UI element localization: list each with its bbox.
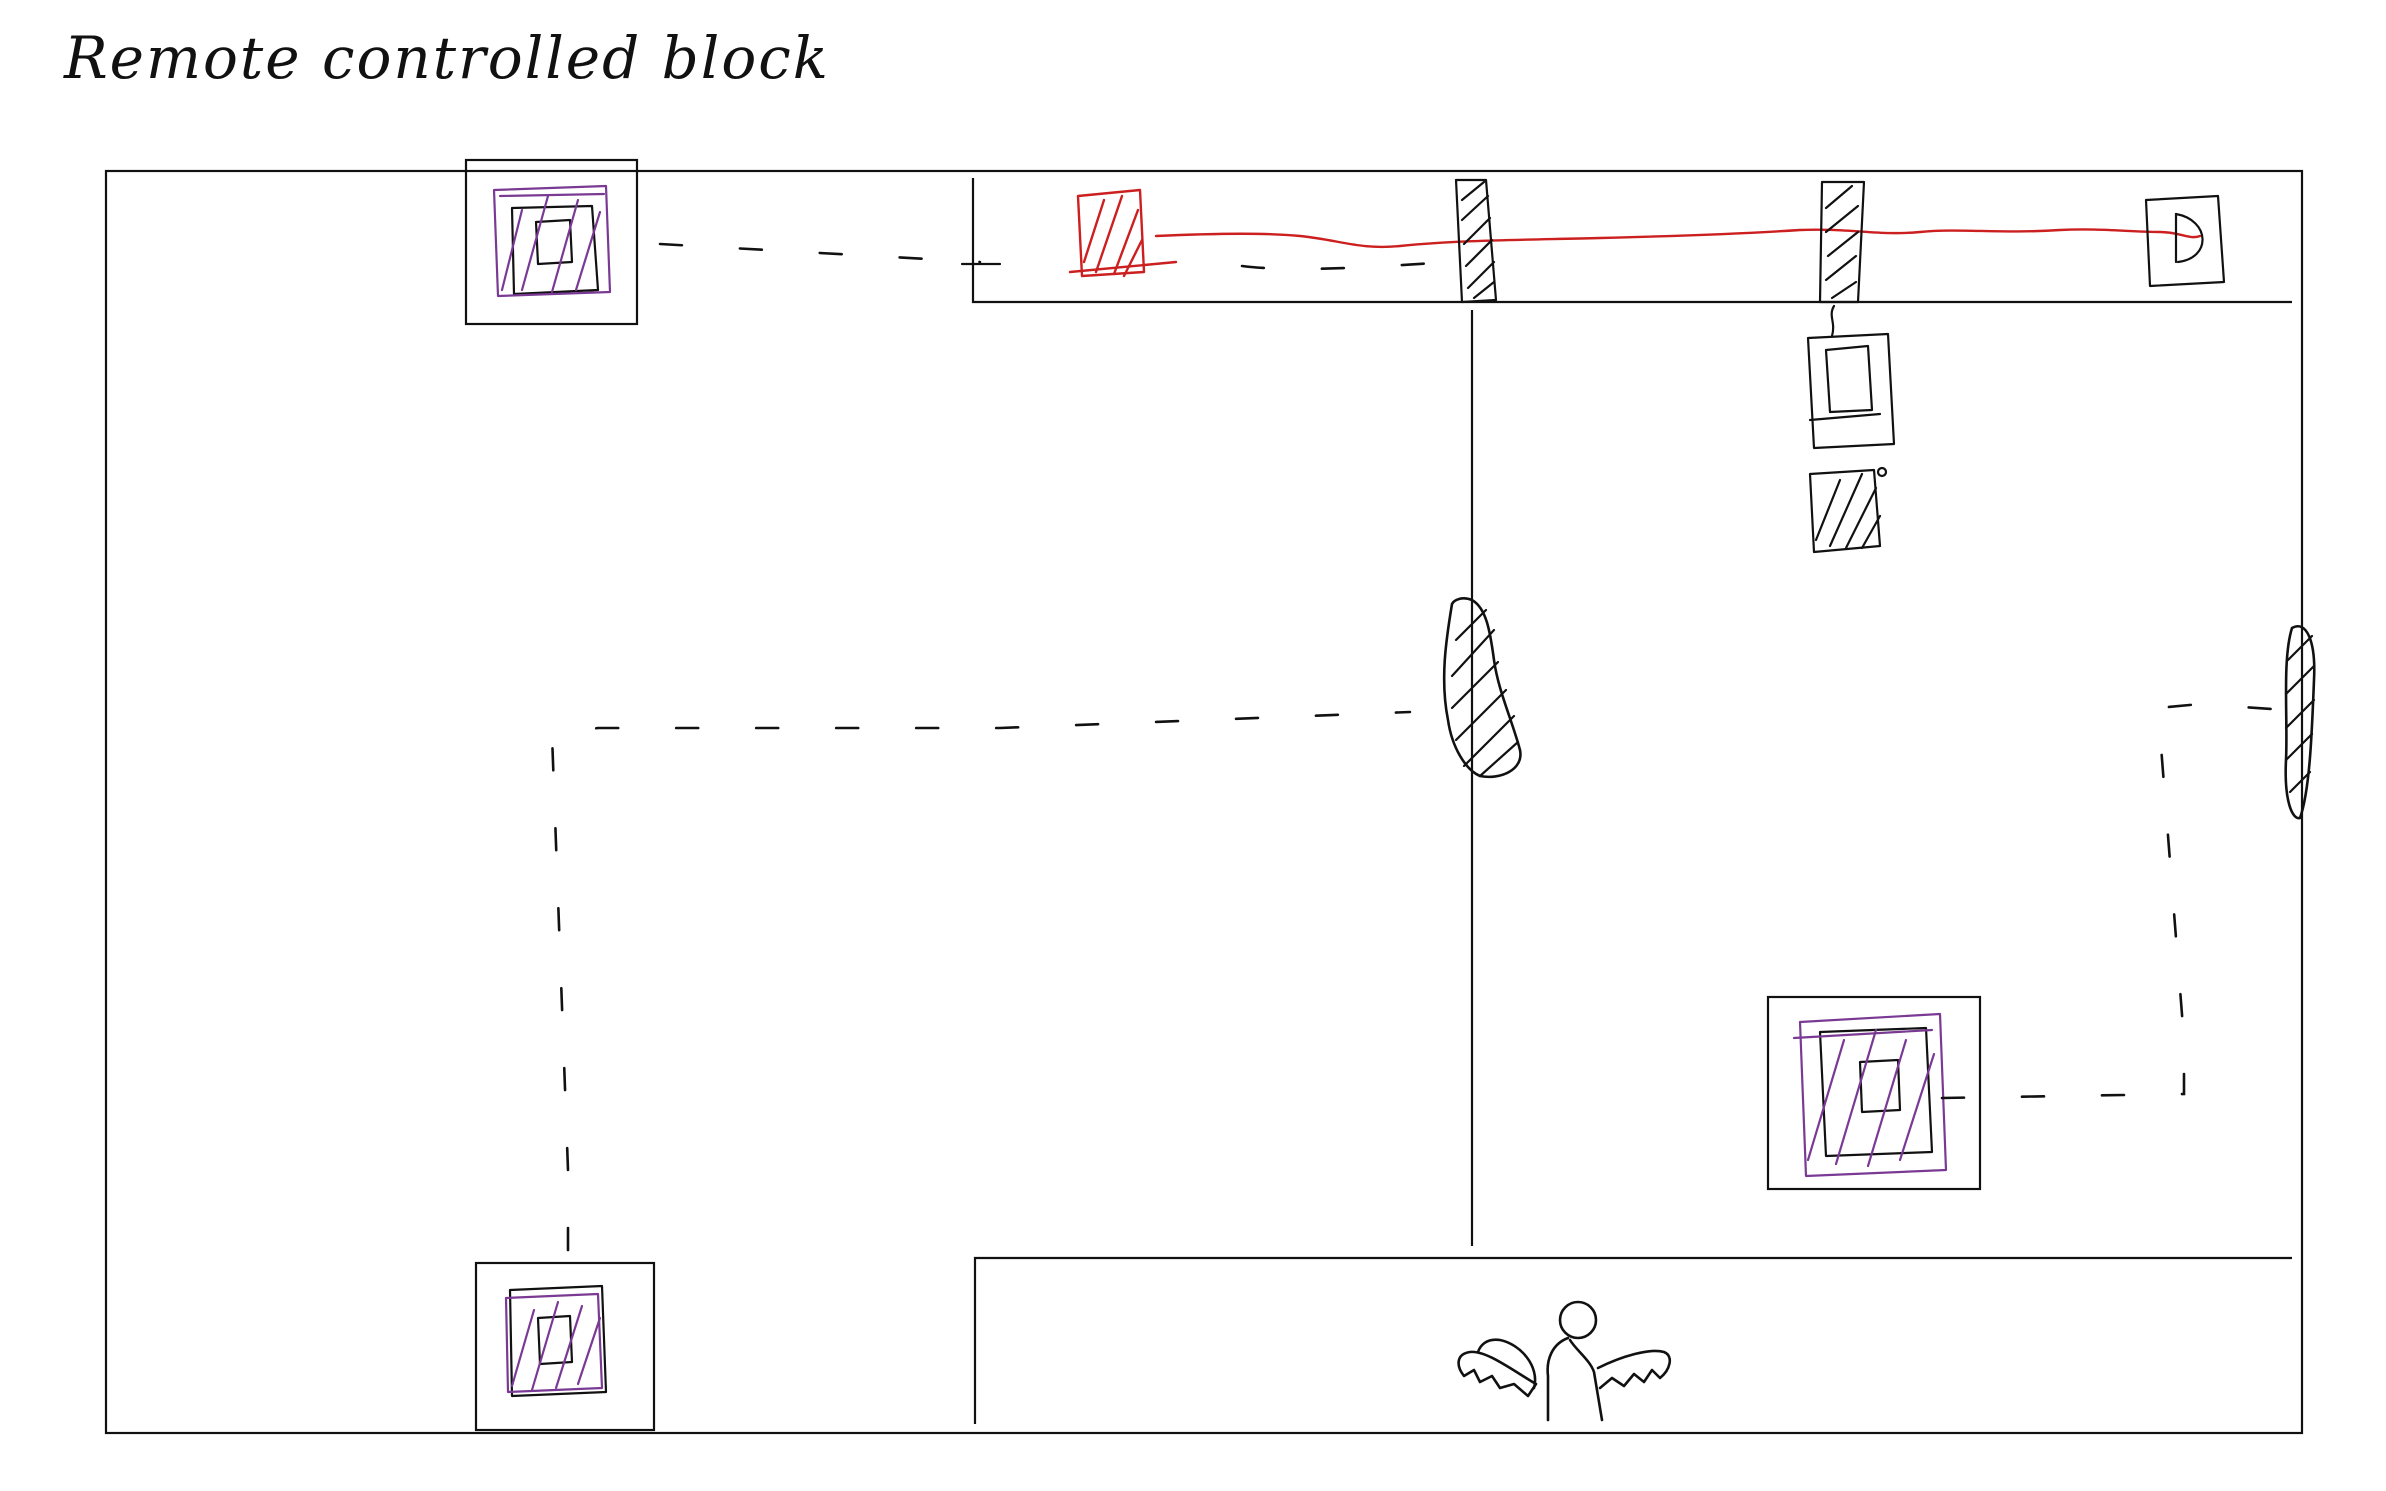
remote-block-red — [1068, 188, 1178, 278]
room-outer-wall — [104, 169, 2304, 1435]
laser-receiver — [2144, 194, 2226, 288]
door-right — [2284, 625, 2316, 820]
barrier-pillar-2 — [1818, 180, 1866, 304]
diagram-title: Remote controlled block — [63, 24, 830, 92]
top-corridor-wall — [971, 178, 2292, 304]
movable-block-2 — [1808, 466, 1888, 554]
wire-right-plate-to-right-door — [1940, 702, 2288, 1100]
winged-figure-icon — [1457, 1300, 1672, 1422]
laser-beam — [1154, 228, 2202, 249]
bottom-corridor-wall — [973, 1256, 2292, 1424]
pressure-plate-bottom-left — [474, 1261, 656, 1432]
wire-bottom-left-to-middle-door — [550, 710, 1412, 1252]
wire-top-left-to-red-block — [658, 242, 982, 264]
pressure-plate-right — [1766, 995, 1982, 1191]
pressure-plate-top-left — [464, 158, 639, 326]
movable-block-1 — [1806, 304, 1896, 450]
barrier-pillar-1 — [1454, 178, 1498, 304]
wire-red-block-to-pillar — [1240, 260, 1452, 271]
door-middle — [1442, 597, 1522, 779]
